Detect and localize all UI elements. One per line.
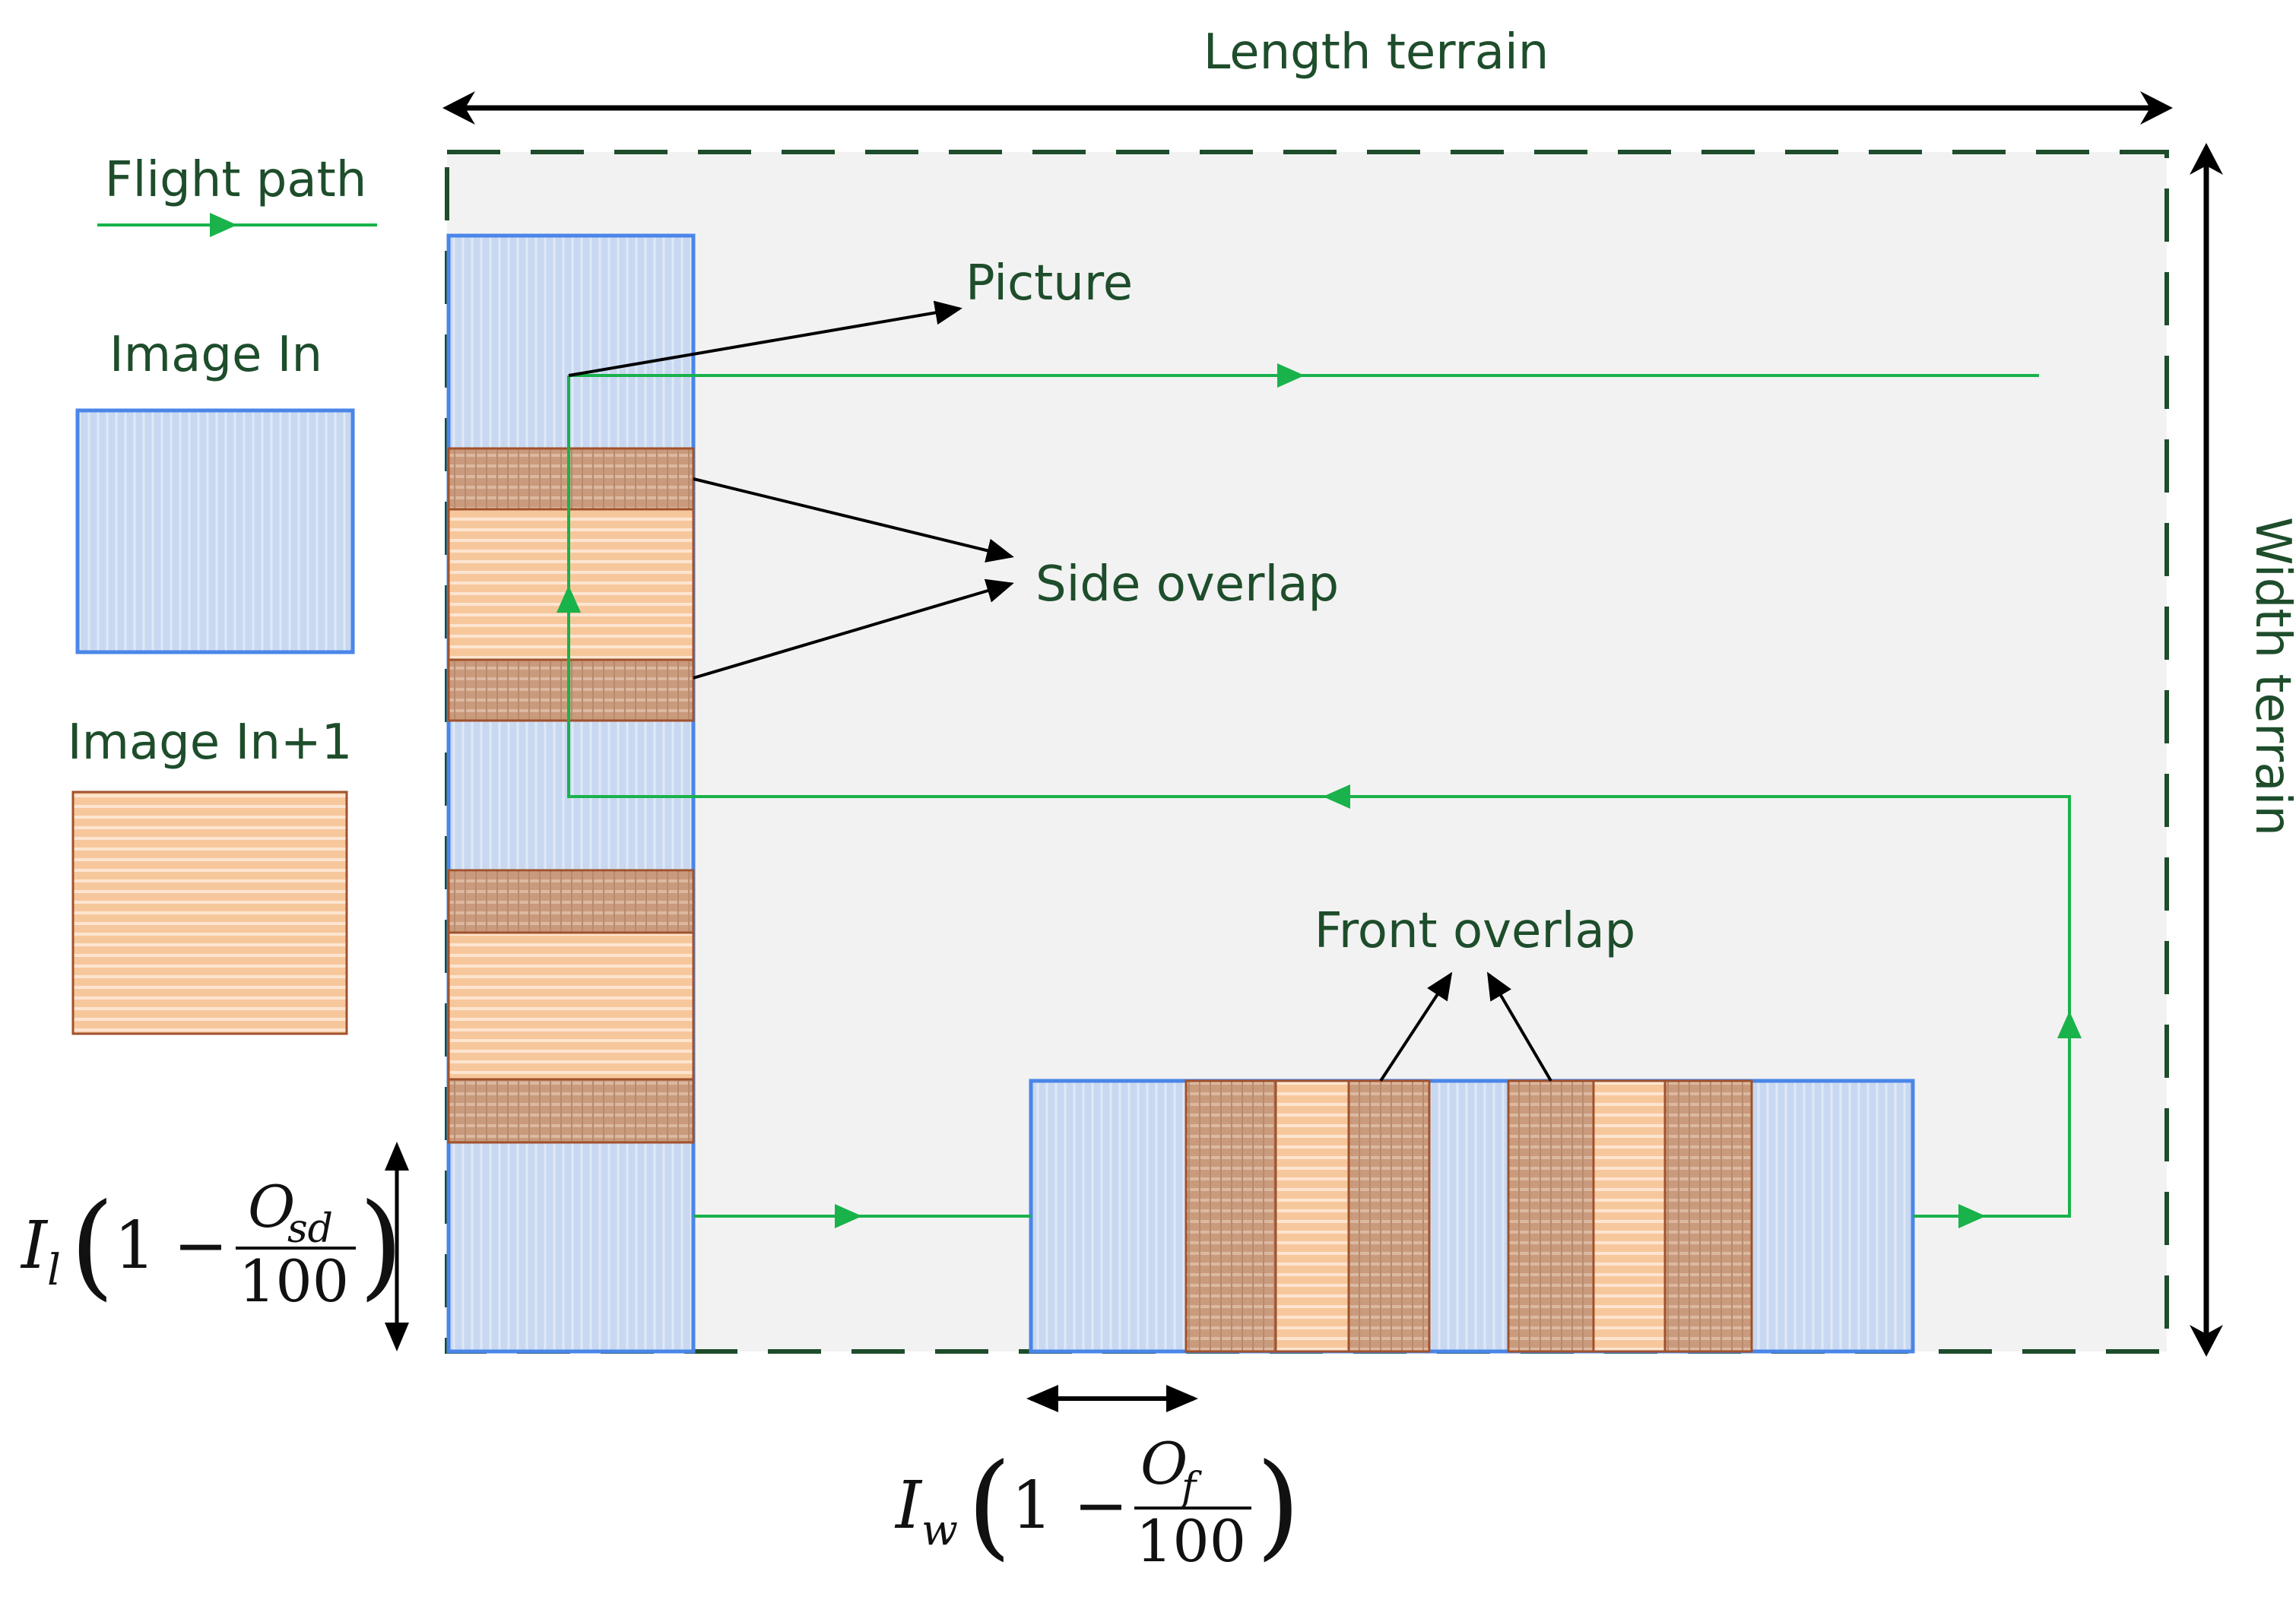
- side-dimension-arrowhead-top: [385, 1142, 409, 1171]
- side-overlap-pointer-top: [693, 477, 1014, 562]
- flight-path-arrowhead-middle-left: [1323, 784, 1350, 809]
- front-overlap-pointer-left: [1379, 971, 1453, 1082]
- formula-front-one: 1: [1011, 1468, 1053, 1544]
- formula-side-den: 100: [239, 1247, 349, 1315]
- formula-side-num-var: O: [248, 1173, 295, 1240]
- side-overlap-formula: I l ( 1 − O sd 100 ): [20, 1173, 404, 1315]
- formula-side-one: 1: [114, 1208, 156, 1284]
- width-arrowhead-top: [2190, 143, 2223, 175]
- length-arrowhead-right: [2140, 91, 2173, 125]
- legend-image-in-label: Image In: [109, 327, 322, 383]
- front-overlap-label: Front overlap: [1314, 903, 1636, 959]
- formula-front-sub: w: [921, 1506, 958, 1555]
- legend-image-in1-label: Image In+1: [68, 714, 353, 771]
- formula-side-lparen: (: [70, 1180, 115, 1312]
- formula-side-minus: −: [173, 1208, 228, 1284]
- bottom-image-strip: [1029, 1079, 1915, 1354]
- formula-side-num-sub: sd: [287, 1206, 333, 1252]
- side-overlap-pointer-bottom: [693, 578, 1014, 680]
- formula-front-num-sub: f: [1178, 1465, 1202, 1510]
- flight-path-arrowhead-bottom-right: [1958, 1204, 1986, 1228]
- front-overlap-pointer-right: [1486, 971, 1552, 1082]
- bottom-overlap-1a: [1184, 1079, 1277, 1353]
- left-upper-overlap-bottom: [447, 658, 695, 722]
- formula-front-var: I: [894, 1468, 923, 1544]
- front-dimension-arrowhead-left: [1026, 1385, 1058, 1412]
- side-dimension-arrowhead-bottom: [385, 1323, 409, 1351]
- formula-front-lparen: (: [967, 1440, 1012, 1572]
- flight-path-arrowhead-bottom-left: [835, 1204, 862, 1228]
- legend-flight-path-arrowhead: [210, 213, 237, 237]
- formula-side-sub: l: [47, 1246, 61, 1295]
- left-lower-overlap-bottom: [447, 1078, 695, 1144]
- picture-pointer: [568, 300, 962, 377]
- left-lower-overlap-top: [447, 869, 695, 934]
- length-terrain-label: Length terrain: [1203, 24, 1549, 81]
- formula-front-minus: −: [1073, 1468, 1128, 1544]
- bottom-overlap-2a: [1507, 1079, 1595, 1353]
- formula-front-num-var: O: [1140, 1430, 1188, 1497]
- front-dimension-arrowhead-right: [1166, 1385, 1198, 1412]
- front-overlap-formula: I w ( 1 − O f 100 ): [894, 1430, 1301, 1575]
- left-image-strip: [446, 233, 696, 1354]
- formula-side-var: I: [20, 1208, 49, 1284]
- side-overlap-label: Side overlap: [1035, 556, 1339, 613]
- formula-front-rparen: ): [1256, 1440, 1301, 1572]
- legend-image-in-swatch: [75, 408, 355, 654]
- bottom-overlap-2b: [1663, 1079, 1753, 1353]
- left-upper-overlap-top: [447, 447, 695, 511]
- flight-path-arrowhead-up-left: [557, 585, 581, 613]
- flight-path-arrowhead-up-right: [2057, 1011, 2082, 1038]
- bottom-overlap-1b: [1347, 1079, 1431, 1353]
- formula-front-den: 100: [1136, 1507, 1246, 1575]
- width-terrain-label: Width terrain: [2244, 517, 2296, 836]
- formula-side-rparen: ): [359, 1180, 404, 1312]
- legend-image-in1-swatch: [71, 790, 348, 1035]
- picture-label: Picture: [966, 255, 1133, 312]
- flight-path-arrowhead-top: [1277, 363, 1305, 388]
- length-arrowhead-left: [442, 91, 475, 125]
- legend-flight-path-label: Flight path: [105, 152, 367, 208]
- width-arrowhead-bottom: [2190, 1325, 2223, 1357]
